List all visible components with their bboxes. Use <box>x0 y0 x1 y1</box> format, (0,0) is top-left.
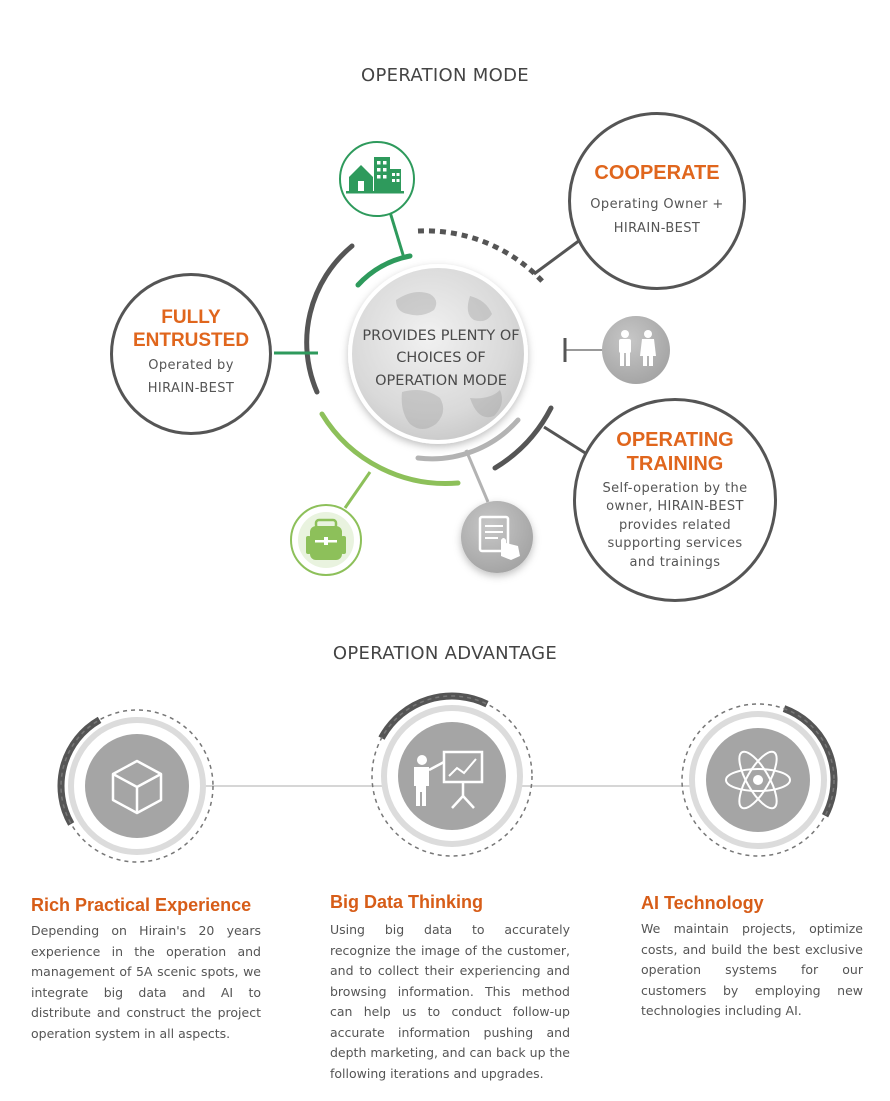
advantage-title-2: Big Data Thinking <box>330 892 483 912</box>
people-icon <box>602 316 670 384</box>
center-caption: PROVIDES PLENTY OF CHOICES OF OPERATION … <box>362 328 520 389</box>
operating-training-heading: OPERATING TRAINING <box>616 428 734 475</box>
advantage-text-3: We maintain projects, optimize costs, an… <box>641 921 863 1018</box>
connector-training <box>543 425 591 458</box>
operation-mode-title: OPERATION MODE <box>361 65 529 86</box>
cooperate-bubble: COOPERATE Operating Owner + HIRAIN-BEST <box>568 112 746 290</box>
advantage-text-2: Using big data to accurately recognize t… <box>330 922 570 1081</box>
advantage-badge-1 <box>57 706 217 866</box>
cube-icon <box>111 759 163 815</box>
arc-dark-right <box>492 405 554 471</box>
connector-backpack <box>343 471 372 509</box>
buildings-icon <box>339 141 415 217</box>
arc-lime-bottom <box>319 411 461 486</box>
atom-icon <box>725 750 791 810</box>
advantage-text-1: Depending on Hirain's 20 years experienc… <box>31 923 261 1041</box>
arc-dark-left <box>304 243 355 395</box>
advantage-badge-2 <box>368 692 536 860</box>
advantage-badge-3 <box>678 700 838 860</box>
arc-dashed-top <box>417 228 545 284</box>
operation-advantage-title: OPERATION ADVANTAGE <box>332 643 558 664</box>
operating-training-bubble: OPERATING TRAINING Self-operation by the… <box>573 398 777 602</box>
operating-training-description: Self-operation by the owner, HIRAIN-BEST… <box>602 480 748 570</box>
advantage-title-1: Rich Practical Experience <box>31 895 252 915</box>
globe-continents <box>396 292 502 429</box>
arc-gray-bottom <box>415 417 521 462</box>
presentation-icon <box>414 750 484 809</box>
advantage-title-3: AI Technology <box>641 893 764 913</box>
backpack-icon <box>290 504 362 576</box>
fully-entrusted-description: Operated by HIRAIN-BEST <box>147 358 235 396</box>
cooperate-heading: COOPERATE <box>594 161 720 184</box>
cooperate-description: Operating Owner + HIRAIN-BEST <box>590 196 724 236</box>
fully-entrusted-bubble: FULLY ENTRUSTED Operated by HIRAIN-BEST <box>110 273 272 435</box>
advantage-icons-strip <box>57 692 838 866</box>
connector-cooperate <box>533 238 581 276</box>
touch-document-icon <box>461 501 533 573</box>
operation-mode-diagram <box>274 141 670 576</box>
connector-buildings <box>388 211 406 259</box>
fully-entrusted-heading: FULLY ENTRUSTED <box>132 307 250 352</box>
connector-touch <box>464 449 490 503</box>
globe-center <box>348 264 528 444</box>
